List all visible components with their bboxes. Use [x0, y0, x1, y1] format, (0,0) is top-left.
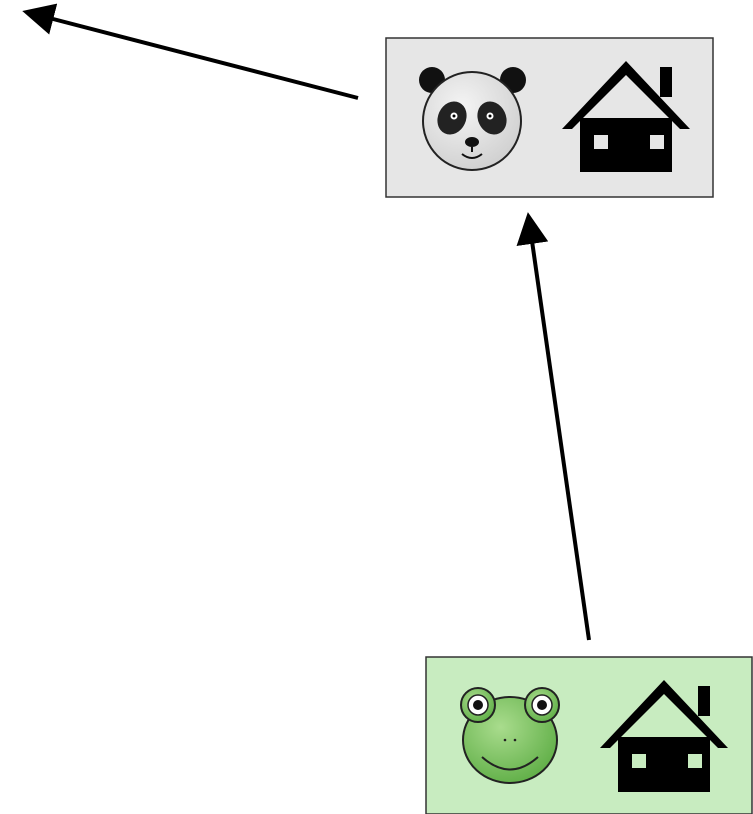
arrow-frog-to-panda	[516, 212, 591, 641]
house-icon	[562, 61, 690, 172]
panda-icon	[419, 67, 526, 171]
arrow-panda-to-top-left	[22, 3, 359, 100]
node-frog-house	[425, 656, 753, 814]
node-panda-house	[385, 37, 714, 198]
frog-icon	[460, 687, 560, 784]
house-icon	[600, 680, 728, 792]
